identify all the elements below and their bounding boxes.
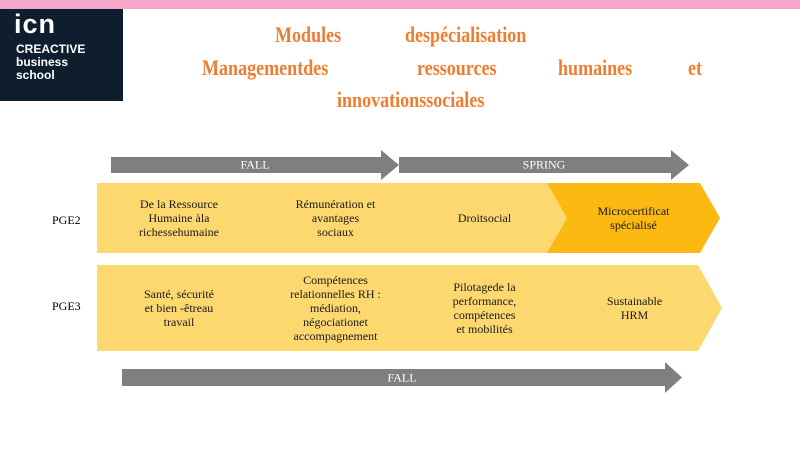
module-label-line: spécialisé: [610, 218, 657, 232]
module-chevron: Rémunération et avantages sociaux: [249, 183, 422, 253]
module-label-line: Humaine àla: [148, 211, 210, 225]
module-chevron: Pilotagede la performance, compétences e…: [398, 265, 571, 351]
module-label-line: Sustainable: [606, 294, 663, 308]
module-label: Sustainable HRM: [573, 265, 696, 351]
title-word: humaines: [558, 55, 633, 80]
module-label: Droitsocial: [424, 183, 545, 253]
chevron-shape: [547, 183, 720, 253]
timeline-label-fall: FALL: [387, 370, 417, 384]
module-label-line: accompagnement: [293, 329, 378, 343]
spring-arrow: SPRING: [399, 150, 689, 180]
logo-text-line: school: [16, 68, 55, 82]
module-label: Rémunération et avantages sociaux: [275, 183, 396, 253]
module-label-line: Compétences: [303, 273, 368, 287]
title-word: ressources: [417, 55, 497, 80]
module-label-line: avantages: [311, 211, 360, 225]
module-label-line: Santé, sécurité: [144, 287, 214, 301]
module-chevron: Compétences relationnelles RH : médiatio…: [249, 265, 422, 351]
module-label-line: Microcertificat: [597, 204, 670, 218]
module-label-line: médiation,: [310, 301, 361, 315]
title-word: despécialisation: [405, 22, 527, 47]
row-label-pge3: PGE3: [52, 299, 81, 313]
module-label-line: compétences: [453, 308, 516, 322]
module-label-line: et mobilités: [456, 322, 513, 336]
title-word: Managementdes: [202, 55, 329, 80]
logo-text-line: business: [16, 55, 69, 69]
fall-arrow-bottom: FALL: [122, 362, 682, 393]
module-chevron: Sustainable HRM: [547, 265, 722, 351]
module-label: Santé, sécurité et bien -êtreau travail: [111, 265, 247, 351]
chevron-shape: [97, 265, 273, 351]
module-label-line: De la Ressource: [140, 197, 218, 211]
chevron-shape: [398, 265, 571, 351]
timeline-label-spring: SPRING: [522, 157, 566, 172]
chevron-shape: [97, 183, 273, 253]
module-label-line: relationnelles RH :: [290, 287, 381, 301]
arrow-shape: [111, 150, 399, 180]
module-label-line: richessehumaine: [139, 225, 219, 239]
chevron-shape: [249, 183, 422, 253]
title-word: Modules: [275, 22, 342, 47]
module-label: Compétences relationnelles RH : médiatio…: [273, 265, 398, 351]
chevron-shape: [547, 265, 722, 351]
module-chevron: De la Ressource Humaine àla richessehuma…: [97, 183, 273, 253]
module-label: De la Ressource Humaine àla richessehuma…: [111, 183, 247, 253]
icn-logo: icn CREACTIVE business school: [0, 9, 123, 101]
logo-mark: icn: [14, 9, 57, 39]
module-label-line: négociationet: [303, 315, 368, 329]
module-label: Microcertificat spécialisé: [573, 183, 694, 253]
title-word: innovationssociales: [337, 87, 485, 112]
logo-text-line: CREACTIVE: [16, 42, 86, 56]
arrow-shape: [399, 150, 689, 180]
chevron-shape: [249, 265, 422, 351]
module-label: Pilotagede la performance, compétences e…: [424, 265, 545, 351]
title-word: et: [688, 55, 703, 80]
module-chevron: Santé, sécurité et bien -êtreau travail: [97, 265, 273, 351]
top-accent-bar: [0, 0, 800, 9]
module-label-line: sociaux: [317, 225, 354, 239]
module-label-line: travail: [163, 315, 195, 329]
chevron-shape: [398, 183, 571, 253]
module-label-line: et bien -êtreau: [144, 301, 214, 315]
arrow-shape: [122, 362, 682, 393]
fall-arrow-top: FALL: [111, 150, 399, 180]
module-label-line: Droitsocial: [457, 211, 512, 225]
module-label-line: Pilotagede la: [453, 280, 516, 294]
module-chevron: Droitsocial: [398, 183, 571, 253]
module-chevron-highlighted: Microcertificat spécialisé: [547, 183, 720, 253]
module-label-line: performance,: [452, 294, 517, 308]
module-label-line: Rémunération et: [295, 197, 376, 211]
module-label-line: HRM: [620, 308, 649, 322]
timeline-label-fall: FALL: [240, 157, 270, 172]
row-label-pge2: PGE2: [52, 213, 81, 227]
